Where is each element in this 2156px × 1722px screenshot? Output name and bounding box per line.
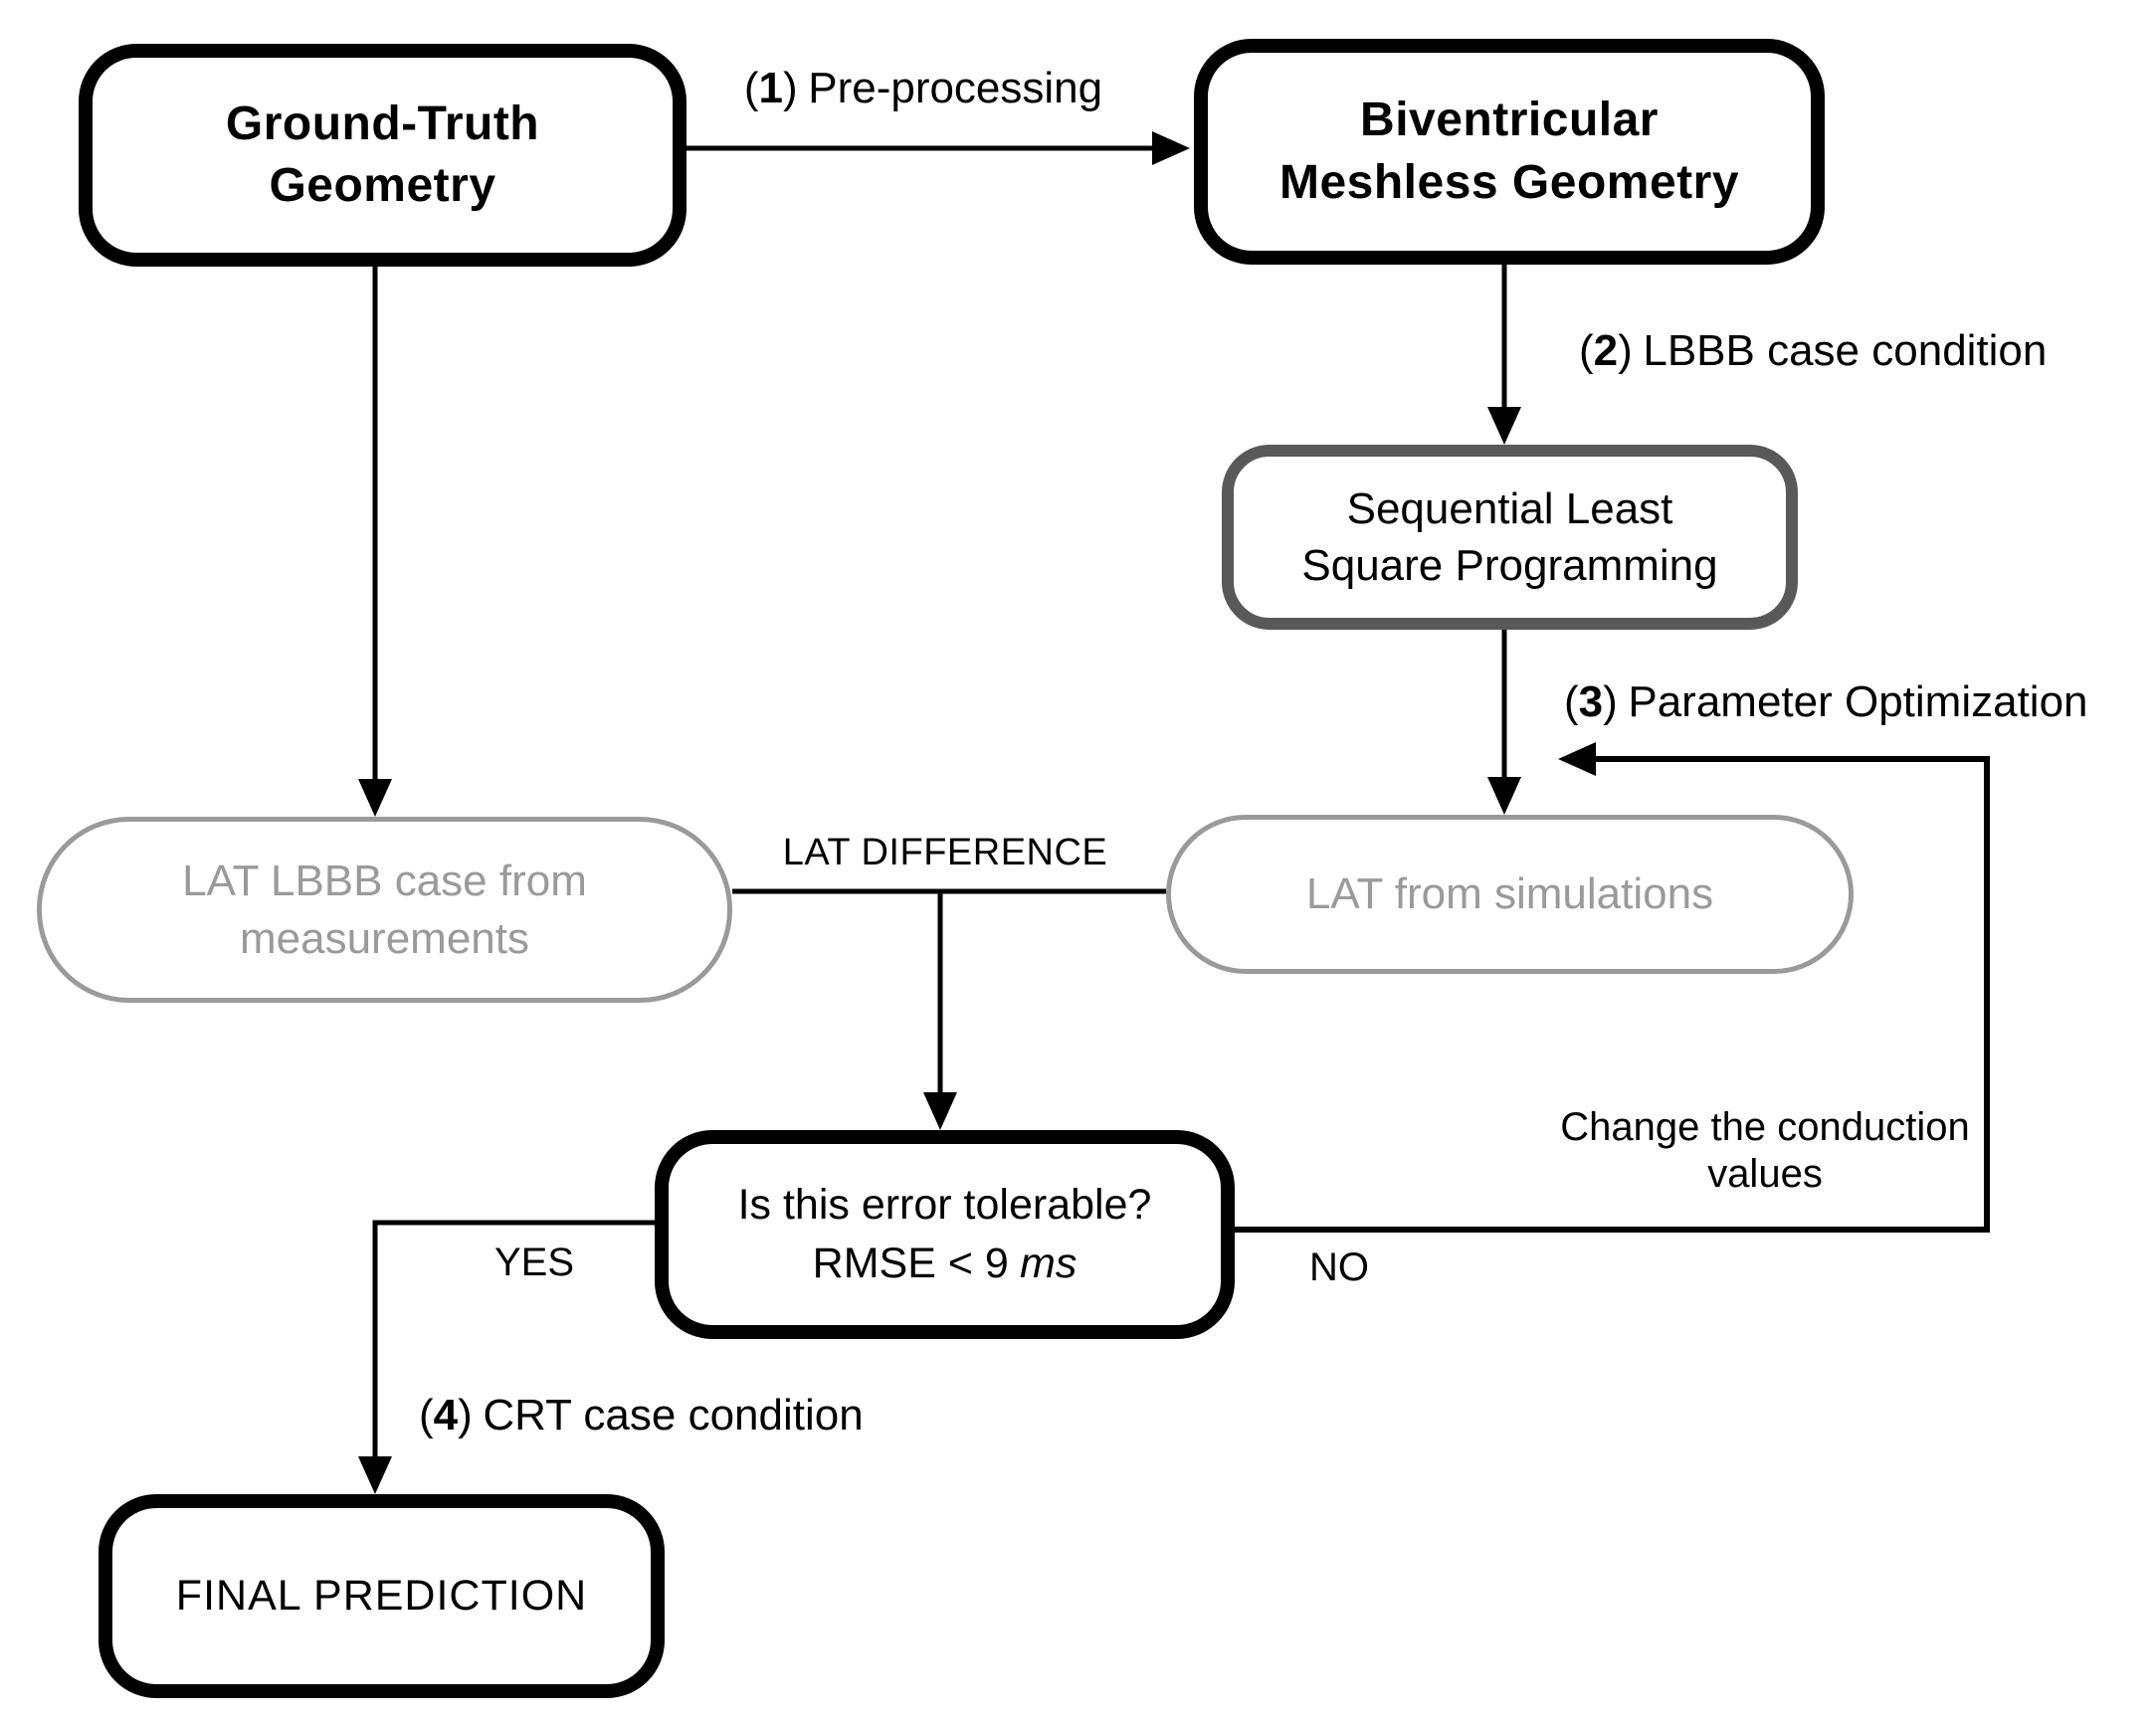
step-number: 4 — [433, 1391, 459, 1439]
paren: ) — [1603, 677, 1618, 726]
node-text-line: LAT from simulations — [1305, 869, 1714, 919]
node-final-prediction: FINAL PREDICTION — [98, 1494, 665, 1698]
paren: ( — [743, 64, 759, 112]
node-lat-lbbb-measurements: LAT LBBB case from measurements — [37, 817, 732, 1003]
rmse-threshold: RMSE < 9 — [812, 1240, 1009, 1287]
paren: ) — [1618, 326, 1633, 375]
paren: ) — [783, 64, 798, 112]
no-label: NO — [1309, 1245, 1369, 1289]
no-feedback-line — [1235, 756, 1990, 1233]
node-biventricular-meshless-geometry: Biventricular Meshless Geometry — [1194, 39, 1825, 265]
paren: ( — [1564, 677, 1579, 726]
node-text-line: Square Programming — [1301, 541, 1718, 590]
arrow-slsqp-down-head — [1487, 777, 1521, 815]
paren: ( — [1579, 326, 1594, 375]
yes-path-line — [372, 1220, 655, 1456]
node-sequential-least-square-programming: Sequential Least Square Programming — [1222, 445, 1798, 630]
arrow-groundtruth-down-head — [358, 779, 392, 817]
node-ground-truth-geometry: Ground-Truth Geometry — [79, 44, 686, 267]
step-number: 3 — [1578, 677, 1604, 726]
no-feedback-head — [1558, 742, 1596, 776]
node-text-line: Meshless Geometry — [1278, 155, 1740, 209]
rmse-unit: ms — [1020, 1240, 1078, 1287]
arrow-preprocessing-head — [1152, 131, 1190, 165]
step3-parameter-optimization-label: (3)Parameter Optimization — [1564, 677, 2088, 727]
change-conduction-values-label: Change the conduction values — [1540, 1104, 1990, 1198]
step-number: 1 — [758, 64, 784, 112]
node-text-line: Sequential Least — [1346, 483, 1673, 533]
step-text: Parameter Optimization — [1628, 677, 2088, 726]
yes-label: YES — [494, 1241, 575, 1284]
step1-preprocessing-label: (1)Pre-processing — [696, 64, 1150, 113]
node-text-line: FINAL PREDICTION — [175, 1572, 588, 1620]
step-text: Pre-processing — [808, 64, 1103, 112]
step2-lbbb-condition-label: (2)LBBB case condition — [1579, 326, 2047, 376]
node-text-line: Geometry — [269, 159, 496, 212]
node-text-line: measurements — [239, 913, 529, 963]
step-number: 2 — [1593, 326, 1619, 375]
arrow-difference-down-head — [923, 1092, 957, 1130]
label-line: values — [1707, 1152, 1823, 1197]
node-text-line: Biventricular — [1360, 94, 1659, 147]
arrow-lbbb-condition-head — [1487, 407, 1521, 445]
node-text-line: LAT LBBB case from — [182, 857, 587, 906]
step4-crt-condition-label: (4)CRT case condition — [419, 1391, 864, 1440]
yes-path-head — [358, 1456, 392, 1494]
paren: ( — [419, 1391, 434, 1439]
lat-difference-label: LAT DIFFERENCE — [782, 832, 1108, 873]
node-text-line: Ground-Truth — [225, 96, 540, 150]
step-text: LBBB case condition — [1643, 326, 2048, 375]
node-text-line: Is this error tolerable? — [737, 1180, 1152, 1229]
label-line: Change the conduction — [1560, 1105, 1970, 1149]
node-lat-from-simulations: LAT from simulations — [1166, 815, 1854, 974]
step-text: CRT case condition — [483, 1391, 864, 1439]
paren: ) — [458, 1391, 473, 1439]
